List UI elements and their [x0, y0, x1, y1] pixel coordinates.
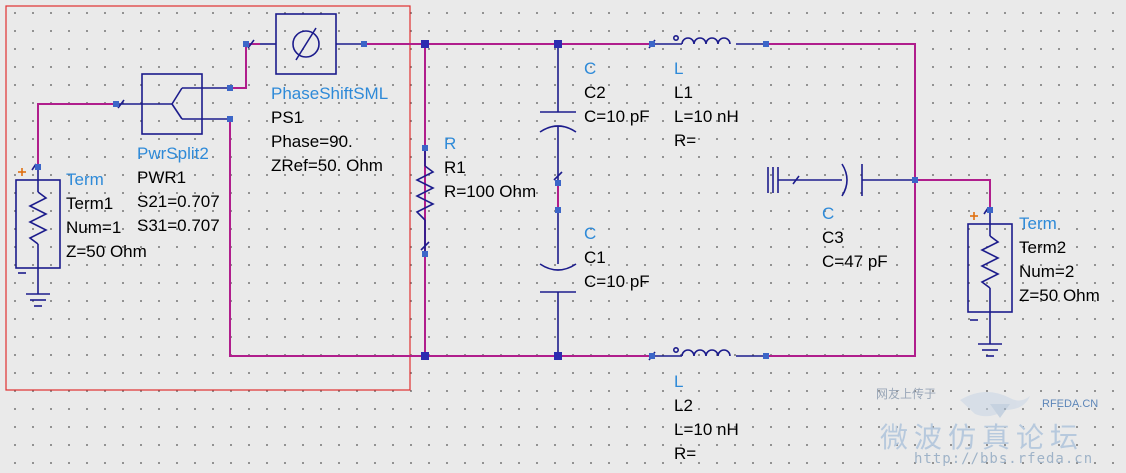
c3-symbol[interactable] — [767, 163, 915, 197]
c2-symbol[interactable] — [539, 44, 577, 183]
c2-label: C C2 C=10 pF — [584, 57, 650, 129]
watermark-upload-text: 网友上传于 — [876, 387, 937, 401]
term2-type: Term — [1019, 214, 1057, 233]
l2-symbol[interactable] — [648, 346, 766, 361]
c1-symbol[interactable] — [539, 210, 577, 356]
term2-param-num: Num=2 — [1019, 262, 1075, 281]
c3-name: C3 — [822, 228, 844, 247]
c2-name: C2 — [584, 83, 606, 102]
polarity-markers — [18, 168, 978, 321]
wire-c3-term2 — [915, 179, 991, 210]
term1-param-z: Z=50 Ohm — [66, 242, 147, 261]
l1-name: L1 — [674, 83, 693, 102]
pwr1-name: PWR1 — [137, 168, 187, 187]
term2-symbol[interactable] — [967, 207, 1013, 357]
wires — [37, 43, 991, 357]
wire-term1-pwr1 — [37, 103, 116, 167]
ps1-param-zref: ZRef=50. Ohm — [271, 156, 383, 175]
ps1-type: PhaseShiftSML — [271, 84, 389, 103]
c1-name: C1 — [584, 248, 606, 267]
l2-name: L2 — [674, 396, 693, 415]
ps1-label: PhaseShiftSML PS1 Phase=90. ZRef=50. Ohm — [271, 82, 388, 178]
c3-param-c: C=47 pF — [822, 252, 888, 271]
l1-label: L L1 L=10 nH R= — [674, 57, 739, 153]
l1-param-r: R= — [674, 131, 697, 150]
wire-right-loop — [766, 43, 916, 357]
r1-symbol[interactable] — [415, 148, 435, 254]
c1-param-c: C=10 pF — [584, 272, 650, 291]
term1-name: Term1 — [66, 194, 114, 213]
c3-type: C — [822, 204, 835, 223]
r1-type: R — [444, 134, 457, 153]
r1-param-r: R=100 Ohm — [444, 182, 537, 201]
l2-label: L L2 L=10 nH R= — [674, 370, 739, 466]
ps1-symbol[interactable] — [247, 13, 364, 75]
watermark-url: http://bbs.rfeda.cn — [914, 451, 1094, 467]
c1-label: C C1 C=10 pF — [584, 222, 650, 294]
watermark-logo — [960, 391, 1030, 418]
term2-name: Term2 — [1019, 238, 1067, 257]
pins[interactable] — [35, 41, 993, 359]
l2-param-l: L=10 nH — [674, 420, 739, 439]
selection-box[interactable] — [5, 5, 411, 391]
watermark-forum-name: 微波仿真论坛 — [880, 421, 1085, 454]
pwr1-param-s21: S21=0.707 — [137, 192, 220, 211]
l1-symbol[interactable] — [648, 34, 766, 49]
wire-bottom-rail — [229, 119, 652, 357]
term2-param-z: Z=50 Ohm — [1019, 286, 1100, 305]
watermark-brand: RFEDA.CN — [1042, 398, 1099, 410]
l1-param-l: L=10 nH — [674, 107, 739, 126]
l2-param-r: R= — [674, 444, 697, 463]
term1-type: Term — [66, 170, 104, 189]
ps1-param-phase: Phase=90. — [271, 132, 353, 151]
pwr1-type: PwrSplit2 — [137, 144, 209, 163]
c3-label: C C3 C=47 pF — [822, 202, 888, 274]
pwr1-symbol[interactable] — [116, 73, 230, 135]
term2-label: Term Term2 Num=2 Z=50 Ohm — [1019, 212, 1100, 308]
c1-type: C — [584, 224, 597, 243]
wire-pwr1-ps1 — [230, 43, 260, 89]
c2-type: C — [584, 59, 597, 78]
term1-label: Term Term1 Num=1 Z=50 Ohm — [66, 168, 147, 264]
l2-type: L — [674, 372, 684, 391]
junctions — [421, 40, 562, 360]
term1-symbol[interactable] — [15, 163, 61, 307]
r1-label: R R1 R=100 Ohm — [444, 132, 536, 204]
ps1-name: PS1 — [271, 108, 304, 127]
c2-param-c: C=10 pF — [584, 107, 650, 126]
term1-param-num: Num=1 — [66, 218, 122, 237]
pwr1-label: PwrSplit2 PWR1 S21=0.707 S31=0.707 — [137, 142, 220, 238]
pwr1-param-s31: S31=0.707 — [137, 216, 220, 235]
r1-name: R1 — [444, 158, 466, 177]
l1-type: L — [674, 59, 684, 78]
